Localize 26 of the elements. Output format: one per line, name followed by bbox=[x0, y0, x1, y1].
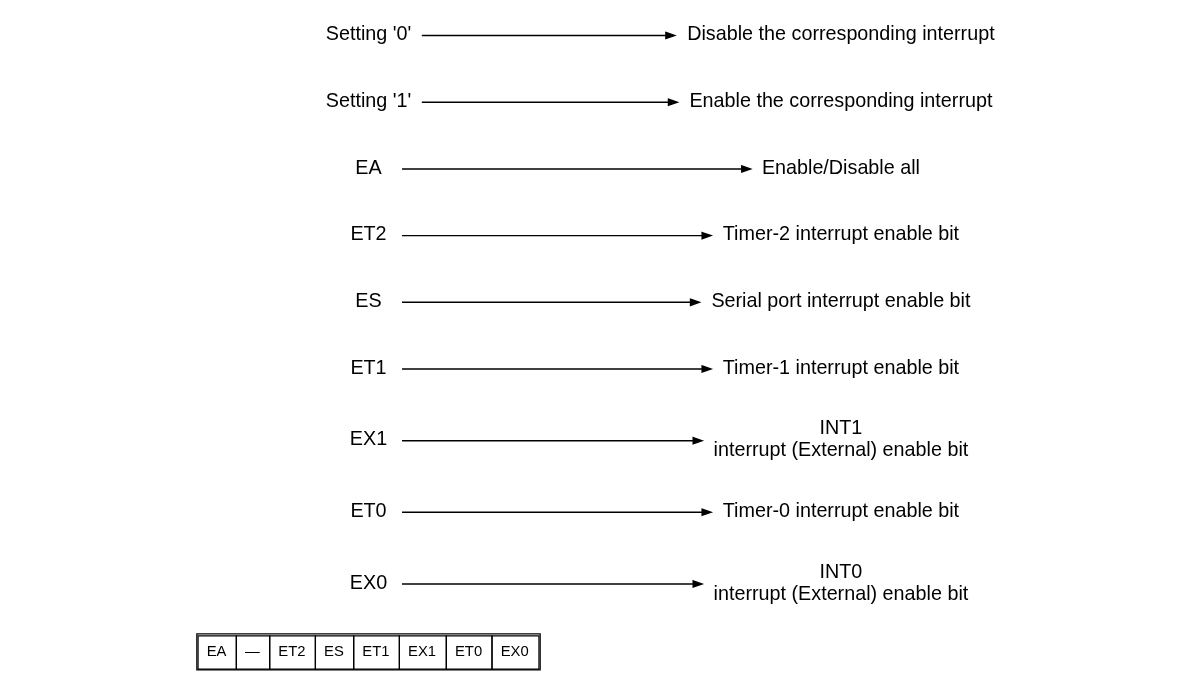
label: EA bbox=[206, 643, 227, 660]
node-text: Timer-2 interrupt enable bit bbox=[722, 222, 960, 245]
node-text: EX0 bbox=[349, 570, 388, 593]
label: ES bbox=[324, 643, 344, 660]
node-text: Disable the corresponding interrupt bbox=[687, 22, 995, 45]
node-text: Enable/Disable all bbox=[761, 155, 920, 178]
node-text: Enable the corresponding interrupt bbox=[689, 88, 993, 111]
node-text: ES bbox=[355, 289, 382, 312]
label: — bbox=[244, 643, 260, 660]
label: ET2 bbox=[278, 643, 306, 660]
label: ET0 bbox=[454, 643, 483, 660]
label: EX0 bbox=[500, 643, 529, 660]
node-text: Timer-1 interrupt enable bit bbox=[722, 355, 960, 378]
node-text: Setting '0' bbox=[325, 22, 412, 45]
node-text: INT1 interrupt (External) enable bit bbox=[713, 416, 969, 461]
node-text: Setting '1' bbox=[325, 88, 412, 111]
node-text: Serial port interrupt enable bit bbox=[711, 289, 971, 312]
node-text: EA bbox=[355, 155, 382, 178]
node-text: INT0 interrupt (External) enable bit bbox=[713, 559, 969, 604]
node-text: ET0 bbox=[350, 498, 387, 521]
node-text: EX1 bbox=[349, 427, 388, 450]
node-text: ET2 bbox=[350, 222, 387, 245]
node-text: ET1 bbox=[350, 355, 387, 378]
label: EX1 bbox=[408, 643, 437, 660]
label: ET1 bbox=[362, 643, 390, 660]
node-text: Timer-0 interrupt enable bit bbox=[722, 498, 960, 521]
